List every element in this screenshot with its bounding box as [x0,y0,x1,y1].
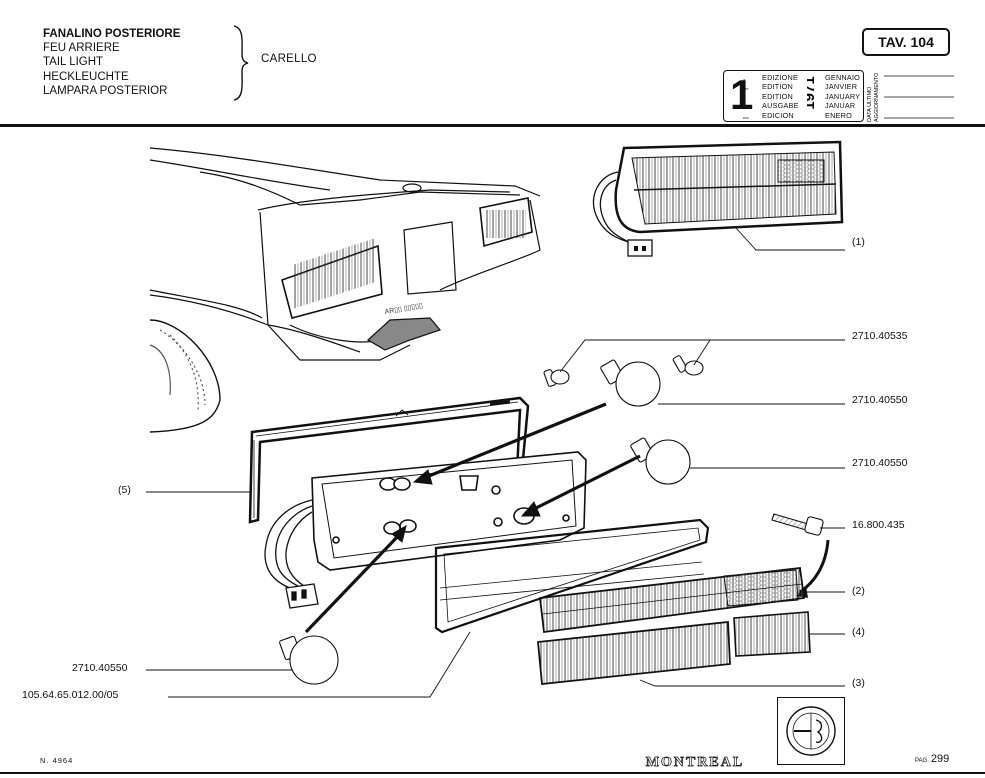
small-bulb-left [543,369,570,387]
svg-text:AGGIORNAMENTO: AGGIORNAMENTO [874,72,880,122]
svg-text:DATA ULTIMO: DATA ULTIMO [867,86,873,122]
screw [771,513,824,536]
large-bulb-top [600,359,661,407]
manufacturer-label: CARELLO [261,53,317,65]
svg-text:MONTREAL: MONTREAL [646,755,744,769]
edition-year: 1971 [807,76,818,109]
callout-2: (2) [852,585,865,597]
model-logotype: MONTREAL [645,755,744,769]
part-number-2710-40550-middle: 2710.40550 [852,457,908,469]
part-number-2710-40550-bottom: 2710.40550 [72,662,128,674]
car-rear-illustration: AR▯▯ ▯▯▯▯▯ [149,147,541,433]
callout-3: (3) [852,677,865,689]
tail-light-assembly-1 [592,140,844,257]
footer-divider [0,772,985,774]
part-number-16-800-435: 16.800.435 [852,519,905,531]
edition-box: 1 a ère st e era EDIZIONE EDITION EDITIO… [723,70,864,122]
part-number-105-64-65-012: 105.64.65.012.00/05 [22,689,119,701]
svg-text:AR▯▯ ▯▯▯▯▯: AR▯▯ ▯▯▯▯▯ [384,302,423,316]
callout-5: (5) [118,484,131,496]
upper-lens-2 [539,567,806,634]
insertion-arrows [304,402,641,634]
callout-4: (4) [852,626,865,638]
document-ref-number: N. 4964 [40,756,74,765]
part-number-2710-40550-top: 2710.40550 [852,394,908,406]
edition-ordinals: a ère st e era [743,78,749,120]
lamp-base [311,451,587,571]
edition-number: 1 [730,71,754,118]
title-french: FEU ARRIERE [43,42,120,55]
part-number-2710-40535: 2710.40535 [852,330,908,342]
leader-lines [146,227,845,698]
title-english: TAIL LIGHT [43,56,104,69]
small-bulb-right [672,355,704,376]
small-lens-4 [733,611,811,657]
part-title-block: FANALINO POSTERIORE FEU ARRIERE TAIL LIG… [43,27,180,98]
table-ref-badge: TAV. 104 [862,28,950,56]
title-german: HECKLEUCHTE [43,70,129,83]
wiring-harness [264,499,313,589]
alfa-romeo-logo [777,697,845,765]
callout-1: (1) [852,236,865,248]
curly-brace-icon [233,25,249,101]
large-bulb-bottom [279,635,339,685]
large-bulb-middle [630,437,691,485]
lower-lens-3 [537,621,731,685]
edition-months: GENNAIO JANVIER JANUARY JANUAR ENERO [825,73,861,120]
last-update-label: DATA ULTIMO AGGIORNAMENTO [867,72,880,122]
title-italian: FANALINO POSTERIORE [43,28,181,40]
connector-plug [285,583,319,609]
page-number: PAG.299 [915,753,950,765]
title-spanish: LAMPARA POSTERIOR [43,84,168,97]
svg-text:1971: 1971 [807,76,818,109]
edition-labels: EDIZIONE EDITION EDITION AUSGABE EDICION [762,73,799,120]
lens-frame [434,518,710,634]
update-lines [884,75,954,119]
logo-icon [786,706,836,756]
header-divider [0,124,985,127]
